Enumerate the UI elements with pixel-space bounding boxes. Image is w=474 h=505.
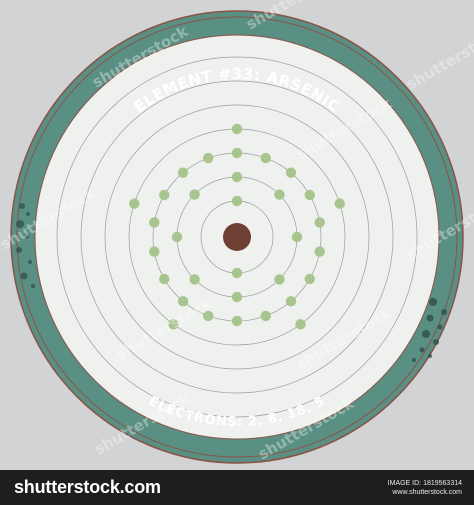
- electron-shell-3: [203, 310, 214, 322]
- atom-diagram: ELEMENT #33: ARSENIC ELECTRONS: 2, 8, 18…: [0, 0, 474, 464]
- electron-shell-3: [149, 246, 160, 257]
- electron-shell-4: [168, 319, 179, 330]
- footer-bar: shutterstock.com IMAGE ID: 1819563314 ww…: [0, 470, 474, 505]
- orbit-line: [104, 104, 370, 370]
- outer-ring-inner-border: [16, 16, 458, 458]
- electron-shell-4: [231, 123, 243, 135]
- electron-shell-2: [189, 189, 200, 200]
- decorative-bubbles-right: [412, 298, 447, 362]
- decorative-bubbles-left: [16, 203, 35, 288]
- electron-group: [129, 123, 345, 330]
- electron-shell-2: [274, 189, 285, 200]
- electron-shell-1: [231, 195, 243, 207]
- watermark-text: shutterstock: [403, 24, 474, 94]
- electron-shell-1: [231, 267, 243, 279]
- footer-logo: shutterstock.com: [14, 477, 161, 497]
- atom-diagram-canvas: ELEMENT #33: ARSENIC ELECTRONS: 2, 8, 18…: [0, 0, 474, 464]
- electron-shell-3: [177, 296, 189, 307]
- electron-shell-3: [159, 189, 170, 201]
- electron-shell-2: [189, 274, 200, 285]
- electron-shell-2: [231, 291, 243, 303]
- electron-shell-2: [231, 171, 243, 183]
- nucleus: [223, 223, 251, 251]
- orbit-line: [80, 80, 394, 394]
- orbit-line: [56, 56, 418, 418]
- electron-shell-3: [203, 152, 214, 164]
- electron-shell-4: [334, 198, 345, 209]
- footer-site: www.shutterstock.com: [392, 489, 462, 496]
- footer-image-info: IMAGE ID: 1819563314 www.shutterstock.co…: [388, 479, 462, 497]
- electron-shell-3: [149, 217, 160, 228]
- electron-shell-3: [177, 167, 189, 178]
- electron-shell-2: [291, 231, 303, 243]
- electron-shell-2: [274, 274, 285, 285]
- electron-shell-3: [314, 246, 325, 257]
- electron-shell-3: [260, 310, 271, 322]
- footer-image-id: IMAGE ID: 1819563314: [387, 480, 462, 487]
- electron-shell-3: [314, 217, 325, 228]
- electron-shell-2: [171, 231, 183, 243]
- electron-shell-3: [304, 189, 315, 201]
- electron-shell-4: [295, 319, 306, 330]
- electron-shell-3: [231, 315, 243, 327]
- electron-shell-4: [129, 198, 140, 209]
- electron-shell-3: [159, 273, 170, 285]
- electron-shell-3: [231, 147, 243, 159]
- electron-shell-3: [285, 167, 297, 178]
- electron-shell-3: [304, 273, 315, 285]
- electron-shell-3: [285, 296, 297, 307]
- electron-shell-3: [260, 152, 271, 164]
